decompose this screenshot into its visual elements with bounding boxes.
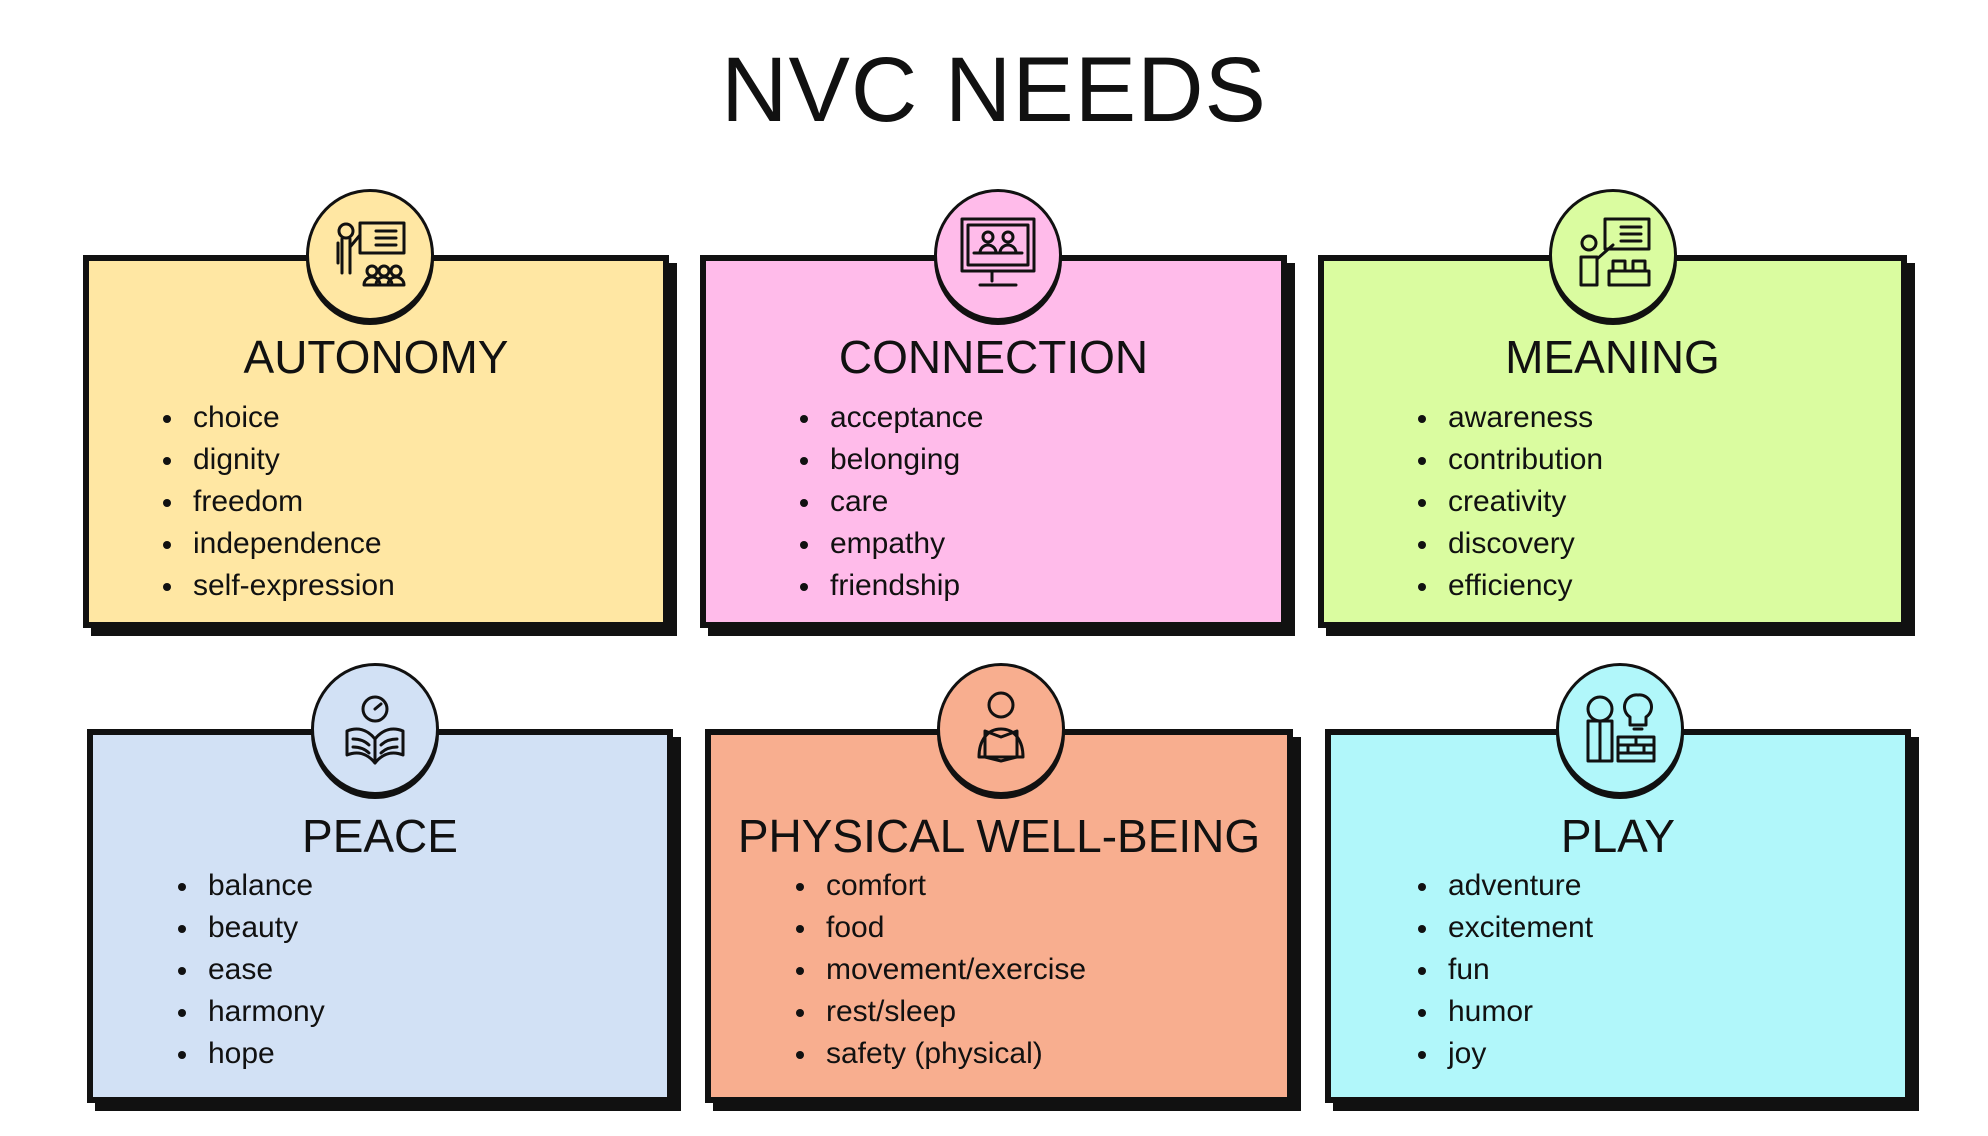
person-reading-icon bbox=[937, 663, 1065, 795]
list-item: empathy bbox=[800, 523, 983, 565]
card-heading: PHYSICAL WELL-BEING bbox=[737, 810, 1261, 862]
list-item: fun bbox=[1418, 949, 1593, 991]
list-item: choice bbox=[163, 397, 395, 439]
list-item: friendship bbox=[800, 565, 983, 607]
list-item: joy bbox=[1418, 1033, 1593, 1075]
list-item: humor bbox=[1418, 991, 1593, 1033]
list-item: beauty bbox=[178, 907, 325, 949]
list-item: excitement bbox=[1418, 907, 1593, 949]
list-item: belonging bbox=[800, 439, 983, 481]
list-item: acceptance bbox=[800, 397, 983, 439]
list-item: care bbox=[800, 481, 983, 523]
list-item: discovery bbox=[1418, 523, 1603, 565]
list-item: independence bbox=[163, 523, 395, 565]
list-item: efficiency bbox=[1418, 565, 1603, 607]
list-item: creativity bbox=[1418, 481, 1603, 523]
list-item: harmony bbox=[178, 991, 325, 1033]
list-item: contribution bbox=[1418, 439, 1603, 481]
person-reading-book-icon bbox=[311, 663, 439, 795]
list-item: ease bbox=[178, 949, 325, 991]
video-call-monitor-icon bbox=[934, 189, 1062, 321]
card-heading: MEANING bbox=[1505, 331, 1720, 383]
list-item: food bbox=[796, 907, 1086, 949]
teacher-blocks-icon bbox=[1549, 189, 1677, 321]
list-item: adventure bbox=[1418, 865, 1593, 907]
teacher-presentation-icon bbox=[306, 189, 434, 321]
list-item: freedom bbox=[163, 481, 395, 523]
list-item: self-expression bbox=[163, 565, 395, 607]
card-heading: PLAY bbox=[1560, 810, 1676, 862]
list-item: dignity bbox=[163, 439, 395, 481]
list-item: hope bbox=[178, 1033, 325, 1075]
list-item: balance bbox=[178, 865, 325, 907]
list-item: awareness bbox=[1418, 397, 1603, 439]
list-item: safety (physical) bbox=[796, 1033, 1086, 1075]
list-item: movement/exercise bbox=[796, 949, 1086, 991]
kids-lightbulb-icon bbox=[1556, 663, 1684, 795]
list-item: rest/sleep bbox=[796, 991, 1086, 1033]
page-title: NVC NEEDS bbox=[721, 39, 1267, 141]
card-heading: AUTONOMY bbox=[243, 331, 509, 383]
card-heading: PEACE bbox=[302, 810, 458, 862]
list-item: comfort bbox=[796, 865, 1086, 907]
card-heading: CONNECTION bbox=[838, 331, 1149, 383]
